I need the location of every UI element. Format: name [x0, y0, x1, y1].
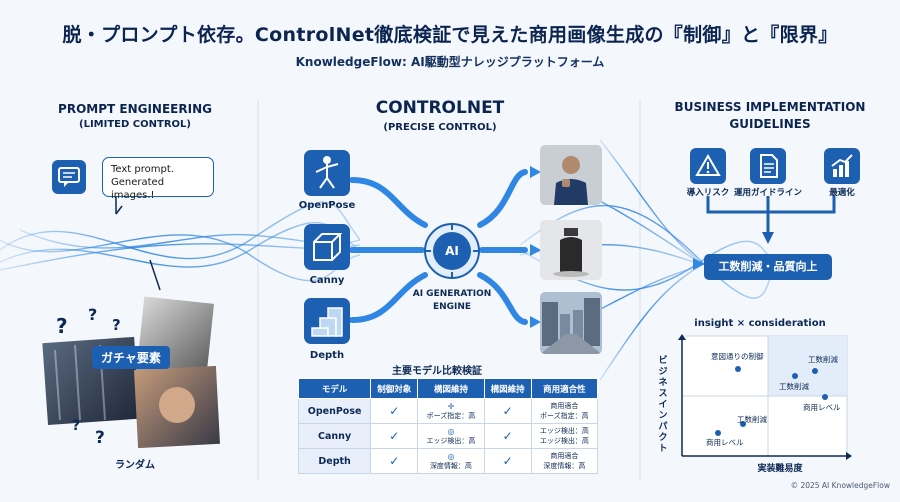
cell-commercial: 商用適合深度情報：高: [530, 448, 599, 474]
question-mark-icon: ?: [112, 316, 121, 334]
pose-figure-icon: [304, 150, 350, 196]
cell-composition: ◎深度情報：高: [417, 448, 485, 474]
controlnet-heading: CONTROLNET: [375, 98, 505, 118]
control-label-depth: Depth: [309, 350, 345, 361]
matrix-point-dot: [792, 373, 798, 379]
controlnet-subheading: (PRECISE CONTROL): [383, 122, 497, 133]
prompt-engineering-heading: PROMPT ENGINEERING: [58, 102, 212, 116]
cell-commercial: 商用適合ポーズ指定：高: [530, 398, 599, 424]
matrix-point-dot: [715, 430, 721, 436]
check-icon: ✓: [370, 423, 419, 449]
model-comparison-table: モデル 制御対象 構図維持 構図維持 商用適合性 OpenPose ✓ ✛ポーズ…: [297, 378, 599, 474]
output-image-bottle: [540, 220, 602, 280]
business-heading-line1: BUSINESS IMPLEMENTATION: [674, 100, 866, 114]
commercial-line-2: エッジ検出：高: [539, 437, 589, 445]
table-row: Canny ✓ ◎エッジ検出：高 ✓ エッジ検出：高エッジ検出：高: [297, 423, 599, 449]
matrix-point-dot: [740, 421, 746, 427]
col-header-control-target: 制御対象: [370, 378, 419, 399]
matrix-point-label: 商用レベル: [803, 403, 841, 412]
matrix-y-label: ビジネスインパクト: [658, 356, 668, 454]
cell-composition: ✛ポーズ指定：高: [417, 398, 485, 424]
question-mark-icon: ?: [56, 314, 68, 338]
composition-note: エッジ検出：高: [426, 436, 476, 445]
commercial-line-2: ポーズ指定：高: [540, 412, 589, 420]
col-header-commercial-fit: 商用適合性: [530, 378, 599, 399]
cell-composition: ◎エッジ検出：高: [417, 423, 485, 449]
commercial-line-1: エッジ検出：高: [539, 427, 589, 435]
warning-icon: [690, 148, 726, 184]
col-header-model: モデル: [297, 378, 372, 399]
question-mark-icon: ?: [72, 418, 81, 434]
prompt-engineering-subheading: (LIMITED CONTROL): [79, 119, 191, 130]
ai-engine-label-line2: ENGINE: [432, 302, 472, 312]
composition-note: ポーズ指定：高: [426, 411, 476, 420]
commercial-line-1: 商用適合: [550, 452, 579, 460]
matrix-title: insight × consideration: [694, 318, 826, 329]
chat-bubble-icon: [52, 160, 86, 194]
impact-difficulty-matrix: [678, 334, 852, 460]
cube-edge-icon: [304, 224, 350, 270]
matrix-x-label: 実装難易度: [757, 464, 803, 474]
matrix-point-dot: [822, 394, 828, 400]
comparison-table-title: 主要モデル比較検証: [392, 366, 482, 377]
control-label-canny: Canny: [309, 275, 345, 286]
matrix-point-label: 意図通りの制御: [711, 352, 764, 361]
matrix-point-dot: [812, 368, 818, 374]
check-icon: ✓: [483, 398, 532, 424]
bar-chart-icon: [824, 148, 860, 184]
result-badge: 工数削減・品質向上: [704, 254, 832, 280]
table-row: OpenPose ✓ ✛ポーズ指定：高 ✓ 商用適合ポーズ指定：高: [297, 398, 599, 424]
ai-engine-badge: AI: [445, 244, 459, 258]
col-header-composition-2: 構図維持: [483, 378, 532, 399]
cell-model: OpenPose: [297, 398, 372, 424]
matrix-point-label: 商用レベル: [706, 438, 744, 447]
matrix-point-label: 工数削減: [808, 355, 838, 364]
composition-mark: ◎: [447, 426, 455, 436]
check-icon: ✓: [483, 448, 532, 474]
composition-note: 深度情報：高: [429, 461, 472, 470]
prompt-speech-bubble: Text prompt. Generated images.!: [102, 157, 214, 201]
document-icon: [750, 148, 786, 184]
guide-label-operation: 運用ガイドライン: [733, 188, 802, 198]
question-mark-icon: ?: [95, 428, 105, 448]
output-image-city: [540, 292, 602, 354]
output-image-person: [540, 145, 602, 205]
speech-line-2: Generated images.!: [111, 177, 165, 201]
commercial-line-1: 商用適合: [550, 402, 579, 410]
control-label-openpose: OpenPose: [298, 200, 356, 211]
table-row: Depth ✓ ◎深度情報：高 ✓ 商用適合深度情報：高: [297, 448, 599, 474]
depth-blocks-icon: [304, 298, 350, 344]
random-label: ランダム: [115, 460, 155, 471]
footer-copyright: © 2025 AI KnowledgeFlow: [790, 481, 890, 490]
cell-model: Depth: [297, 448, 372, 474]
ai-engine-icon: [424, 223, 480, 279]
random-images-collage: [42, 296, 220, 449]
question-mark-icon: ?: [88, 305, 98, 324]
composition-mark: ✛: [447, 401, 455, 411]
composition-mark: ◎: [447, 451, 455, 461]
ai-engine-label-line1: AI GENERATION: [412, 289, 492, 299]
check-icon: ✓: [483, 423, 532, 449]
page-title: 脱・プロンプト依存。ControlNet徹底検証で見えた商用画像生成の『制御』と…: [62, 24, 838, 46]
guide-label-risk: 導入リスク: [686, 188, 730, 198]
speech-line-1: Text prompt.: [111, 164, 174, 175]
matrix-point-dot: [735, 366, 741, 372]
matrix-point-label: 工数削減: [737, 415, 767, 424]
matrix-point-label: 工数削減: [779, 382, 809, 391]
business-heading-line2: GUIDELINES: [729, 117, 811, 131]
gacha-element-badge: ガチャ要素: [92, 346, 170, 369]
col-header-composition-1: 構図維持: [417, 378, 485, 399]
check-icon: ✓: [370, 398, 419, 424]
cell-model: Canny: [297, 423, 372, 449]
check-icon: ✓: [370, 448, 419, 474]
commercial-line-2: 深度情報：高: [543, 462, 586, 470]
page-subtitle: KnowledgeFlow: AI駆動型ナレッジプラットフォーム: [295, 55, 605, 69]
cell-commercial: エッジ検出：高エッジ検出：高: [530, 423, 599, 449]
guide-label-optimization: 最適化: [829, 188, 855, 198]
